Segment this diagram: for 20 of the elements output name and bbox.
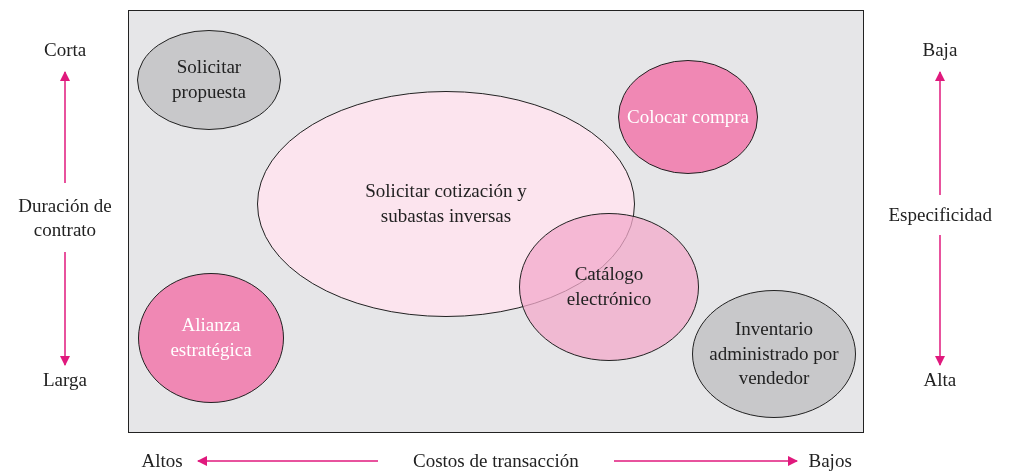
node-label: Solicitar propuesta — [171, 55, 247, 104]
ellipse-node — [519, 213, 699, 361]
axis-label: Altos — [141, 448, 183, 471]
axis-label: Baja — [922, 37, 958, 62]
ellipse-node — [618, 60, 758, 174]
node-label: Colocar compra — [626, 104, 750, 129]
axis-label: Corta — [44, 37, 87, 62]
axis-label: Bajos — [808, 448, 852, 471]
ellipse-node — [137, 30, 281, 130]
node-label: Solicitar cotización y subastas inversas — [364, 179, 528, 228]
axis-label: Alta — [923, 367, 957, 392]
node-label: Catálogo electrónico — [565, 262, 653, 311]
node-label: Inventario administrado por vendedor — [708, 316, 840, 391]
node-label: Alianza estratégica — [169, 313, 253, 362]
ellipse-node — [692, 290, 856, 418]
axis-label: Duración de contrato — [17, 193, 113, 243]
ellipse-node — [138, 273, 284, 403]
axis-label: Larga — [43, 367, 87, 392]
axis-label: Costos de transacción — [413, 448, 579, 471]
axis-label: Especificidad — [888, 202, 992, 227]
